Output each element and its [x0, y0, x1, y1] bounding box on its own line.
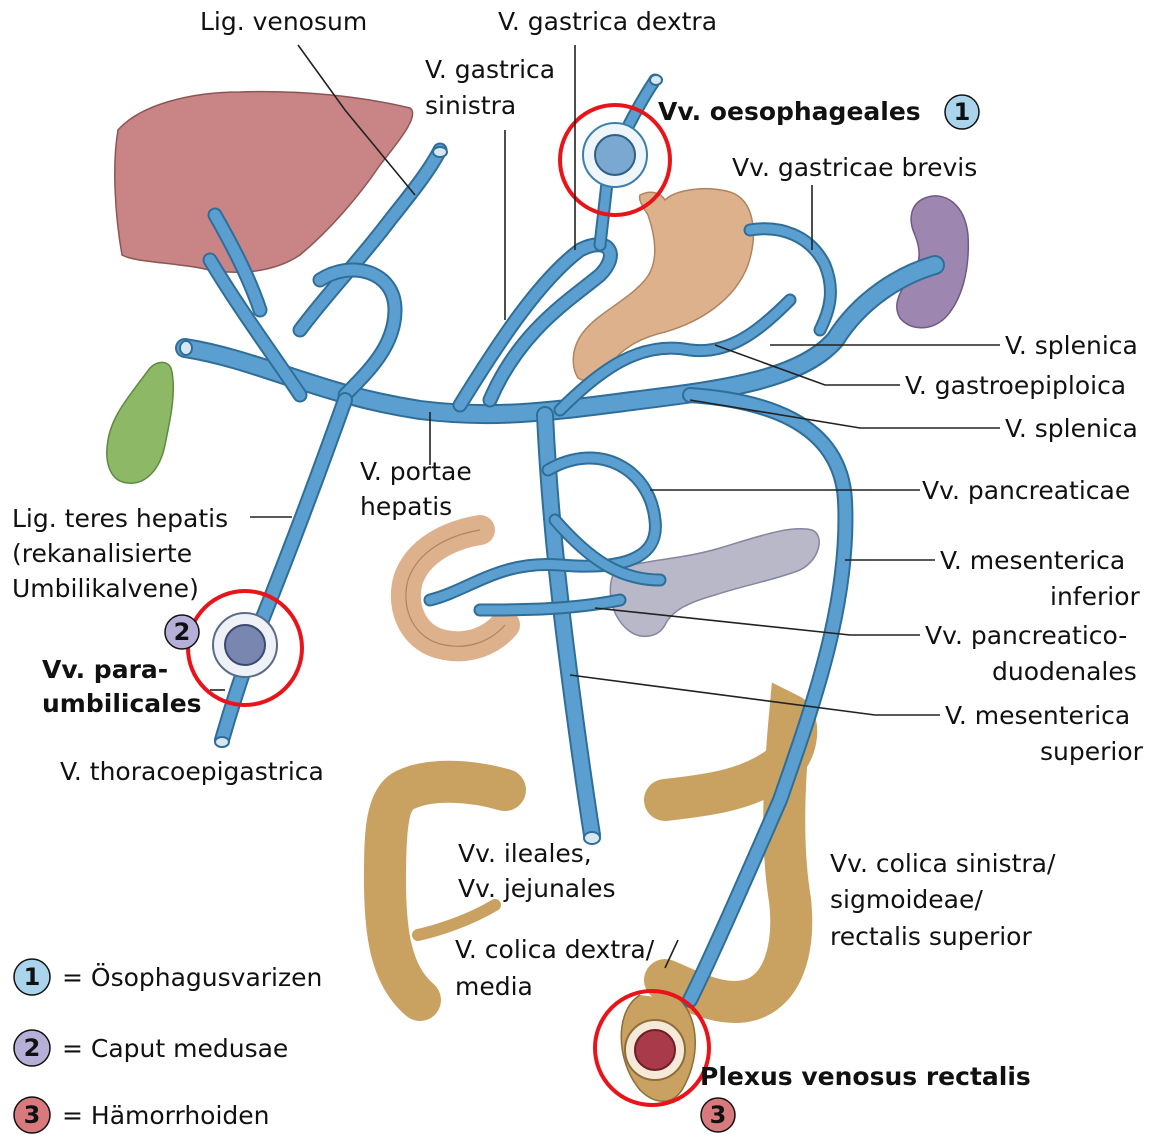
legend-text-1: = Ösophagusvarizen [62, 963, 322, 992]
label-vv-pancreaticoduod-1: Vv. pancreatico- [925, 621, 1127, 650]
label-vv-ileales-2: Vv. jejunales [458, 874, 615, 903]
label-lig-venosum: Lig. venosum [200, 7, 367, 36]
gallbladder [107, 362, 173, 483]
label-v-splenica-2: V. splenica [1005, 414, 1138, 443]
legend-text-2: = Caput medusae [62, 1034, 288, 1063]
legend-item-1: 1 = Ösophagusvarizen [14, 959, 322, 995]
label-v-colica-dextra-2: media [455, 972, 533, 1001]
rectal-varix [625, 1020, 685, 1080]
label-vv-paraumb-1: Vv. para- [42, 655, 168, 684]
badge-3: 3 [701, 1098, 735, 1132]
label-v-thoracoepigastrica: V. thoracoepigastrica [60, 757, 324, 786]
cut-end-oesophagus [650, 75, 662, 85]
label-v-mes-inf-1: V. mesenterica [940, 546, 1125, 575]
svg-text:2: 2 [24, 1034, 41, 1062]
badge-1: 1 [945, 95, 979, 129]
label-v-mes-inf-2: inferior [1050, 582, 1140, 611]
legend-item-2: 2 = Caput medusae [14, 1030, 288, 1066]
label-lig-teres-2: (rekanalisierte [12, 539, 192, 568]
label-v-mes-sup-2: superior [1040, 737, 1144, 766]
label-vv-paraumb-2: umbilicales [42, 689, 202, 718]
label-vv-ileales-1: Vv. ileales, [458, 839, 592, 868]
svg-text:3: 3 [710, 1101, 727, 1129]
paraumbilical-varix [213, 613, 277, 677]
legend-item-3: 3 = Hämorrhoiden [14, 1097, 270, 1133]
descending-colon [665, 715, 796, 1002]
label-v-portae-2: hepatis [360, 492, 452, 521]
label-v-gastrica-sinistra-2: sinistra [425, 91, 516, 120]
svg-text:3: 3 [24, 1101, 41, 1129]
label-lig-teres-3: Umbilikalvene) [12, 574, 199, 603]
label-vv-pancreaticoduod-2: duodenales [992, 657, 1137, 686]
label-v-portae-1: V. portae [360, 457, 472, 486]
label-v-gastroepiploica: V. gastroepiploica [905, 371, 1126, 400]
label-vv-colica-sin-2: sigmoideae/ [830, 885, 983, 914]
legend: 1 = Ösophagusvarizen 2 = Caput medusae 3… [14, 959, 322, 1133]
label-vv-gastricae-breves: Vv. gastricae brevis [732, 153, 977, 182]
svg-text:1: 1 [954, 98, 971, 126]
label-vv-oesophageales: Vv. oesophageales [658, 97, 921, 126]
legend-text-3: = Hämorrhoiden [62, 1101, 270, 1130]
label-v-colica-dextra-1: V. colica dextra/ [455, 935, 655, 964]
label-vv-colica-sin-1: Vv. colica sinistra/ [830, 849, 1056, 878]
small-intestine-loop [418, 905, 495, 935]
cut-end-liver [433, 147, 447, 157]
label-vv-pancreaticae: Vv. pancreaticae [922, 476, 1130, 505]
label-v-gastrica-dextra: V. gastrica dextra [498, 7, 717, 36]
label-v-splenica-1: V. splenica [1005, 331, 1138, 360]
oesophageal-varix [583, 123, 647, 187]
cut-end-left [180, 341, 192, 355]
badge-2: 2 [165, 615, 199, 649]
cut-end-thoracoepigastric [215, 737, 229, 747]
label-lig-teres-1: Lig. teres hepatis [12, 504, 228, 533]
label-vv-colica-sin-3: rectalis superior [830, 922, 1032, 951]
label-plexus-rectalis: Plexus venosus rectalis [700, 1062, 1031, 1091]
label-v-mes-sup-1: V. mesenterica [945, 701, 1130, 730]
svg-text:2: 2 [174, 618, 191, 646]
label-v-gastrica-sinistra-1: V. gastrica [425, 55, 555, 84]
svg-text:1: 1 [24, 963, 41, 991]
